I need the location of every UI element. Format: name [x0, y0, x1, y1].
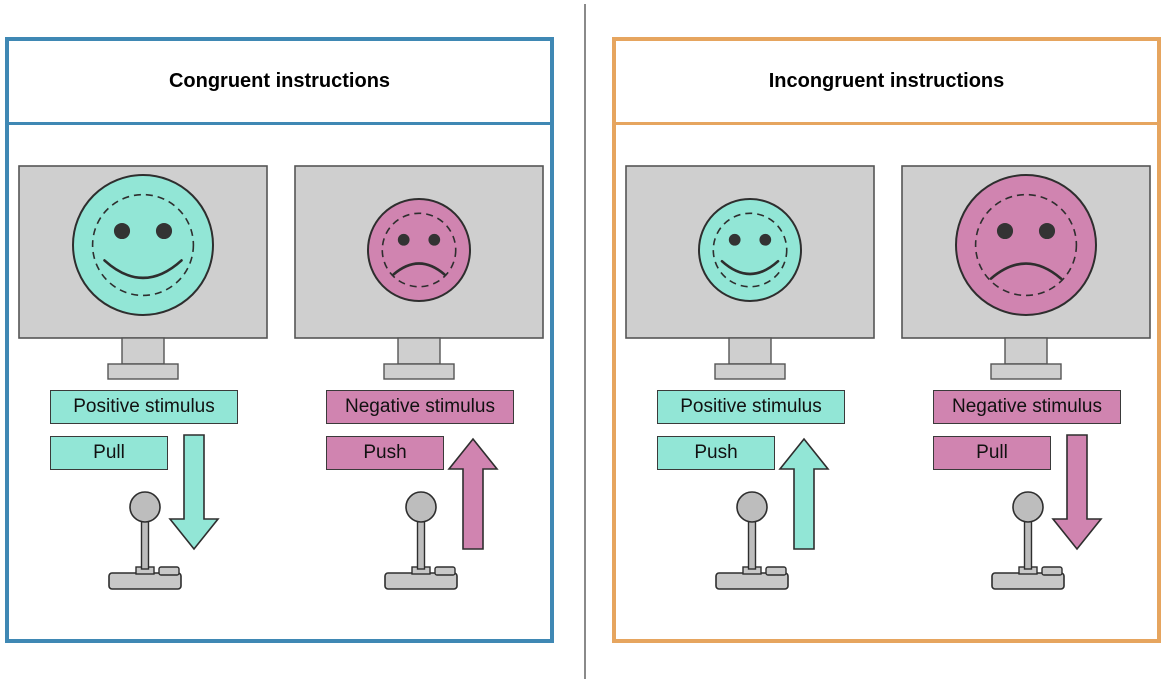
arrow-up-icon	[778, 437, 830, 550]
face-mouth	[103, 259, 183, 280]
arrow-up-icon	[447, 437, 499, 550]
stimulus-label: Positive stimulus	[50, 390, 238, 424]
joystick-icon	[715, 491, 789, 590]
face-circle	[72, 174, 214, 316]
face-eye	[428, 233, 441, 246]
monitor-neck	[1004, 337, 1048, 365]
face-dashed-ring	[712, 212, 788, 288]
joystick-knob	[405, 491, 437, 523]
face-circle	[955, 174, 1097, 316]
congruent-header: Congruent instructions	[9, 41, 550, 125]
monitor-stand	[714, 363, 786, 380]
face-eye	[397, 233, 410, 246]
stimulus-label: Negative stimulus	[326, 390, 514, 424]
joystick-icon	[384, 491, 458, 590]
joystick-button	[1041, 566, 1063, 576]
monitor-neck	[397, 337, 441, 365]
joystick-button	[158, 566, 180, 576]
joystick-icon	[991, 491, 1065, 590]
arrow-down-icon	[168, 434, 220, 551]
smiley-face-icon	[72, 174, 214, 316]
face-mouth	[392, 262, 446, 276]
sad-face-icon	[955, 174, 1097, 316]
face-dashed-ring	[91, 193, 195, 297]
monitor-neck	[728, 337, 772, 365]
monitor-stand	[990, 363, 1062, 380]
face-mouth	[720, 259, 780, 276]
face-dashed-ring	[974, 193, 1078, 297]
stimulus-label: Negative stimulus	[933, 390, 1121, 424]
sad-face-icon	[367, 198, 471, 302]
face-eye	[759, 233, 772, 246]
face-eye	[155, 222, 173, 240]
monitor-neck	[121, 337, 165, 365]
congruent-title: Congruent instructions	[168, 70, 391, 92]
congruent-panel: Congruent instructions Positive stimulus…	[5, 37, 554, 643]
joystick-button	[765, 566, 787, 576]
joystick-stick	[416, 516, 426, 570]
diagram-canvas	[625, 165, 1151, 590]
face-eye	[1038, 222, 1056, 240]
incongruent-header: Incongruent instructions	[616, 41, 1157, 125]
smiley-face-icon	[698, 198, 802, 302]
face-eye	[113, 222, 131, 240]
face-eye	[996, 222, 1014, 240]
arrow-down-icon	[1051, 434, 1103, 551]
monitor-stand	[383, 363, 455, 380]
joystick-knob	[1012, 491, 1044, 523]
joystick-stick	[140, 516, 150, 570]
monitor-stand	[107, 363, 179, 380]
panel-divider	[584, 4, 586, 679]
face-dashed-ring	[381, 212, 457, 288]
diagram-canvas	[18, 165, 544, 590]
joystick-icon	[108, 491, 182, 590]
monitor-icon	[625, 165, 875, 380]
joystick-knob	[736, 491, 768, 523]
action-label: Pull	[933, 436, 1051, 470]
joystick-stick	[1023, 516, 1033, 570]
joystick-stick	[747, 516, 757, 570]
face-circle	[367, 198, 471, 302]
action-label: Push	[326, 436, 444, 470]
joystick-knob	[129, 491, 161, 523]
stimulus-label: Positive stimulus	[657, 390, 845, 424]
action-label: Push	[657, 436, 775, 470]
face-circle	[698, 198, 802, 302]
joystick-button	[434, 566, 456, 576]
action-label: Pull	[50, 436, 168, 470]
incongruent-title: Incongruent instructions	[768, 70, 1005, 92]
face-eye	[728, 233, 741, 246]
incongruent-panel: Incongruent instructions Positive stimul…	[612, 37, 1161, 643]
face-mouth	[989, 262, 1063, 280]
